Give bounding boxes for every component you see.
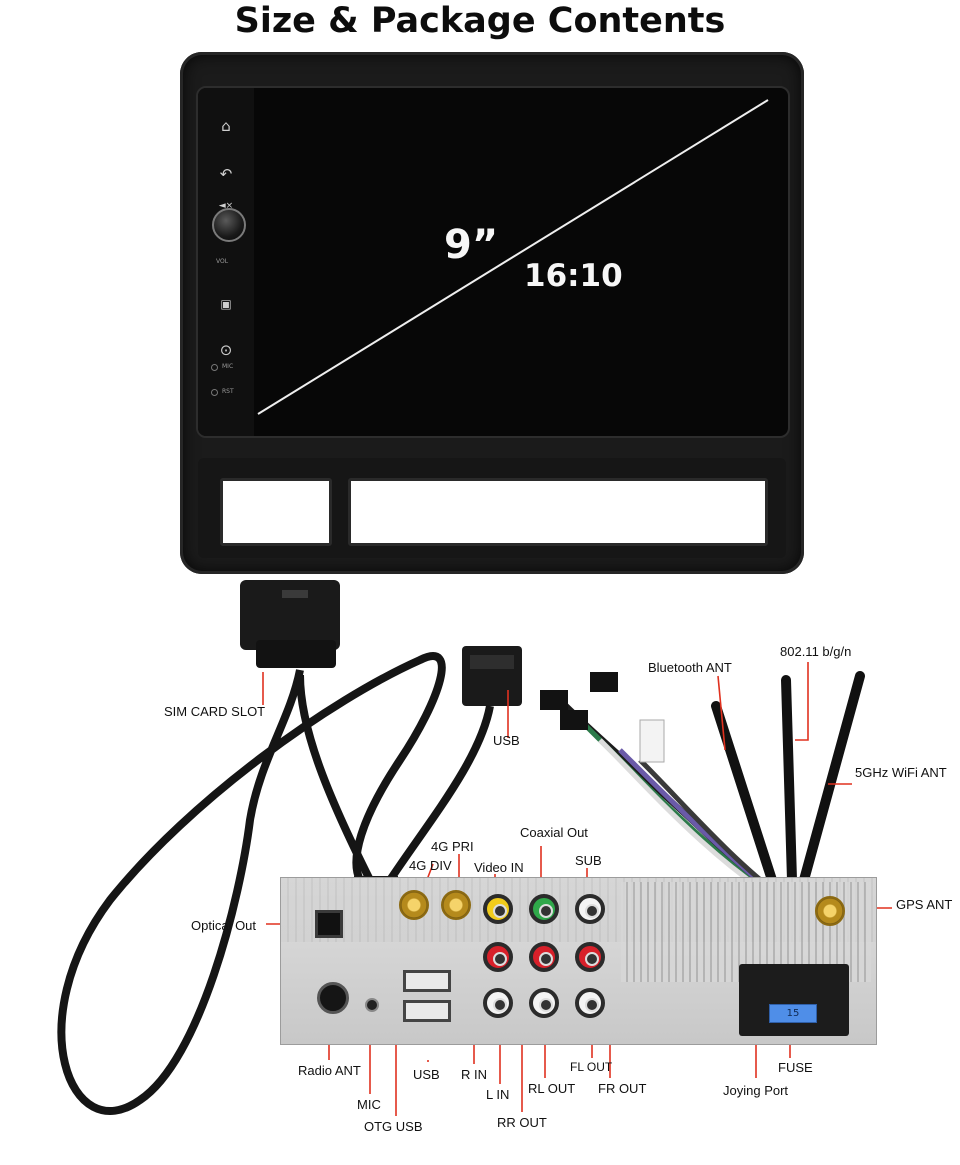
rr-out-jack[interactable] bbox=[529, 942, 559, 972]
sub-jack[interactable] bbox=[575, 894, 605, 924]
usb-port-label: USB bbox=[413, 1067, 440, 1082]
mic-label: MIC bbox=[222, 363, 234, 370]
home-icon[interactable]: ⌂ bbox=[221, 117, 231, 135]
reset-hole[interactable] bbox=[211, 389, 218, 396]
optical-out-port[interactable] bbox=[315, 910, 343, 938]
fr-out-label: FR OUT bbox=[598, 1081, 647, 1096]
4g-pri-label: 4G PRI bbox=[431, 839, 474, 854]
screen-size-text: 9” bbox=[444, 222, 499, 268]
location-icon[interactable]: ⊙ bbox=[219, 341, 233, 359]
screen-sidebar: ⌂ ↶ ◄× VOL ▣ ⊙ MIC RST bbox=[198, 88, 254, 436]
volume-knob[interactable] bbox=[212, 208, 246, 242]
fl-out-jack[interactable] bbox=[575, 988, 605, 1018]
rst-label: RST bbox=[222, 388, 234, 395]
rl-out-jack[interactable] bbox=[529, 988, 559, 1018]
mic-hole bbox=[211, 364, 218, 371]
coaxial-out-label: Coaxial Out bbox=[520, 825, 588, 840]
fuse-label: FUSE bbox=[778, 1060, 813, 1075]
l-in-label: L IN bbox=[486, 1087, 510, 1102]
page-title: Size & Package Contents bbox=[234, 1, 726, 41]
4g-div-jack[interactable] bbox=[399, 890, 429, 920]
bezel-vent-slot-left bbox=[220, 478, 332, 546]
rear-panel: 15 bbox=[280, 877, 877, 1045]
sim-card-slot-label: SIM CARD SLOT bbox=[164, 704, 266, 719]
wifi-5ghz-label: 5GHz WiFi ANT bbox=[855, 765, 947, 780]
gps-ant-jack[interactable] bbox=[815, 896, 845, 926]
head-unit-bezel: ⌂ ↶ ◄× VOL ▣ ⊙ MIC RST 9” 16:10 bbox=[180, 52, 804, 574]
vol-label: VOL bbox=[216, 258, 229, 265]
fl-out-label: FL OUT bbox=[570, 1060, 613, 1074]
4g-pri-jack[interactable] bbox=[441, 890, 471, 920]
bezel-vent-slot-right bbox=[348, 478, 768, 546]
otg-usb-label: OTG USB bbox=[364, 1119, 423, 1134]
mic-jack[interactable] bbox=[365, 998, 379, 1012]
optical-out-label: Optical Out bbox=[191, 918, 257, 933]
gps-ant-label: GPS ANT bbox=[896, 897, 953, 912]
mic-label: MIC bbox=[357, 1097, 381, 1112]
sub-label: SUB bbox=[575, 853, 602, 868]
touch-screen[interactable]: ⌂ ↶ ◄× VOL ▣ ⊙ MIC RST 9” 16:10 bbox=[196, 86, 790, 438]
rl-out-label: RL OUT bbox=[528, 1081, 576, 1096]
back-icon[interactable]: ↶ bbox=[219, 165, 233, 183]
r-in-jack[interactable] bbox=[483, 942, 513, 972]
sim-module-body bbox=[240, 580, 340, 650]
screen-diagonal bbox=[257, 99, 769, 415]
coaxial-out-jack[interactable] bbox=[529, 894, 559, 924]
r-in-label: R IN bbox=[461, 1067, 487, 1082]
rr-out-label: RR OUT bbox=[497, 1115, 547, 1130]
fuse: 15 bbox=[769, 1004, 817, 1023]
usb-cable-label: USB bbox=[493, 733, 520, 748]
joying-port-connector[interactable] bbox=[739, 964, 849, 1036]
sim-slot-mark bbox=[282, 590, 308, 598]
otg-usb-port[interactable] bbox=[403, 970, 451, 992]
sim-module-base bbox=[256, 640, 336, 668]
radio-ant-label: Radio ANT bbox=[298, 1063, 361, 1078]
aspect-ratio-text: 16:10 bbox=[524, 258, 623, 294]
video-in-label: Video IN bbox=[474, 860, 524, 875]
usb-port[interactable] bbox=[403, 1000, 451, 1022]
joying-port-label: Joying Port bbox=[723, 1083, 789, 1098]
fr-out-jack[interactable] bbox=[575, 942, 605, 972]
radio-ant-port[interactable] bbox=[317, 982, 349, 1014]
radio-icon[interactable]: ▣ bbox=[220, 297, 232, 311]
wifi-80211-label: 802.11 b/g/n bbox=[780, 644, 852, 659]
bluetooth-ant-label: Bluetooth ANT bbox=[648, 660, 732, 675]
mute-icon[interactable]: ◄× bbox=[218, 201, 234, 211]
video-in-jack[interactable] bbox=[483, 894, 513, 924]
4g-div-label: 4G DIV bbox=[409, 858, 452, 873]
l-in-jack[interactable] bbox=[483, 988, 513, 1018]
can-out-tag bbox=[639, 719, 665, 763]
